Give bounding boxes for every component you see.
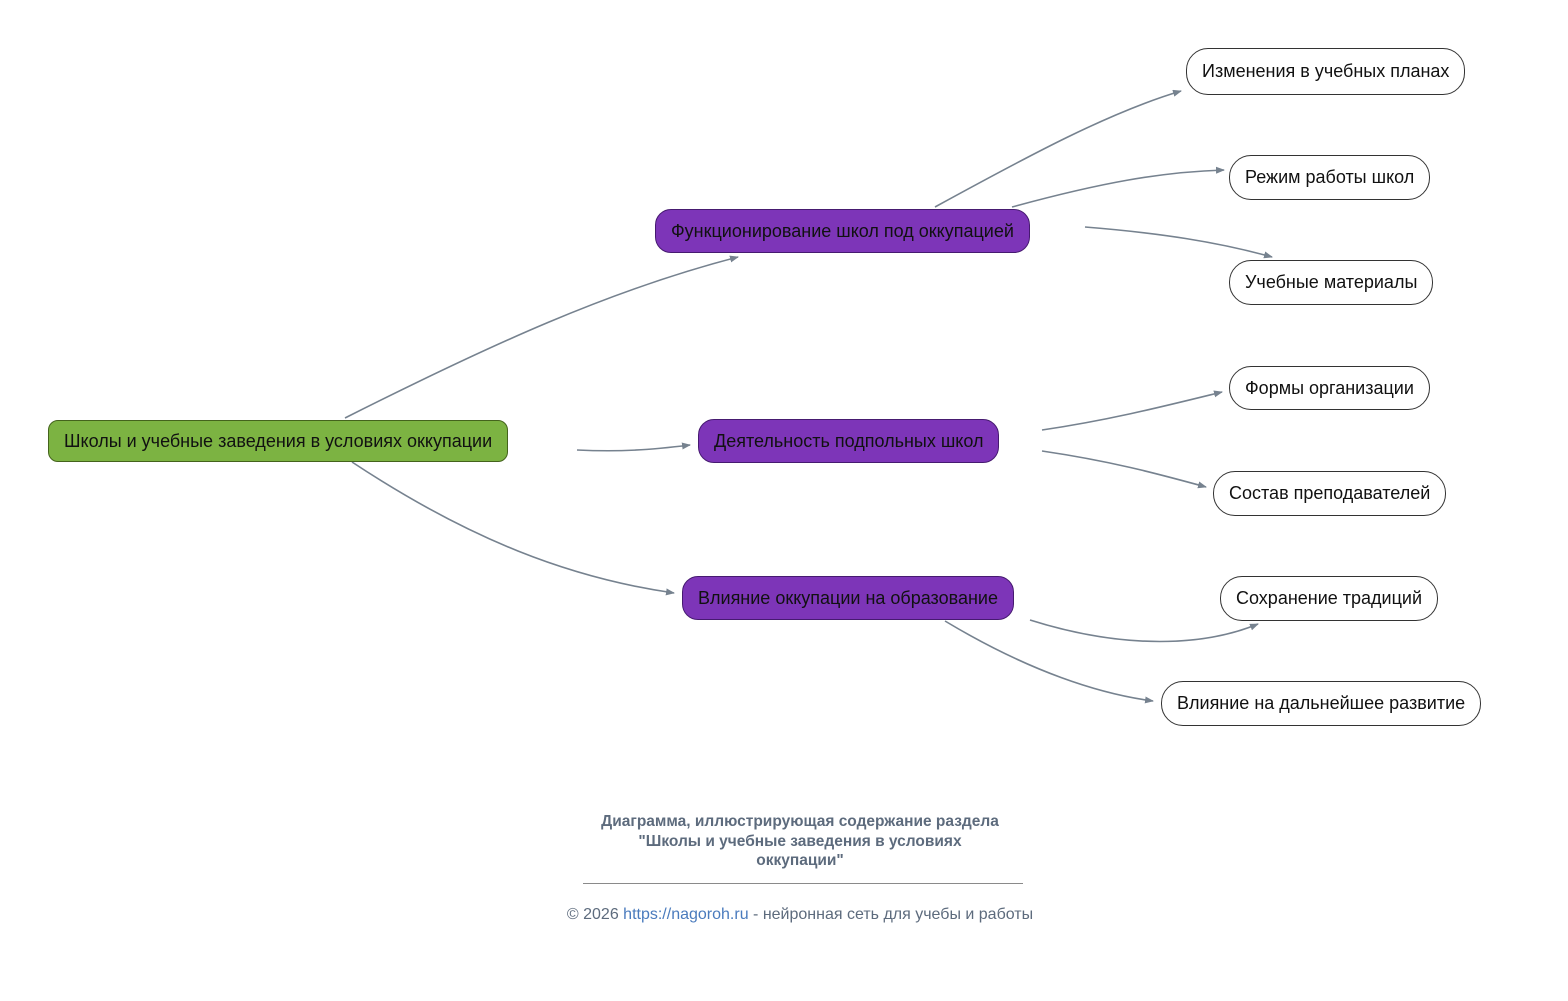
leaf-node-2-2-label: Состав преподавателей (1229, 483, 1431, 503)
edge-root-branch-1 (344, 255, 739, 419)
root-node-label: Школы и учебные заведения в условиях окк… (64, 430, 493, 451)
site-link[interactable]: https://nagoroh.ru (623, 906, 749, 923)
branch-node-3: Влияние оккупации на образование (682, 576, 1014, 620)
copyright-footer: © 2026 https://nagoroh.ru - нейронная се… (400, 906, 1200, 924)
leaf-node-3-1: Сохранение традиций (1220, 576, 1439, 621)
caption-line-1: Диаграмма, иллюстрирующая содержание раз… (601, 813, 999, 830)
leaf-node-3-2: Влияние на дальнейшее развитие (1161, 681, 1482, 726)
branch-node-2: Деятельность подпольных школ (698, 419, 1000, 463)
leaf-node-2-1: Формы организации (1229, 366, 1430, 410)
edge-branch3-leaf2 (944, 620, 1154, 704)
caption-line-2: "Школы и учебные заведения в условиях (638, 832, 962, 850)
edge-branch1-leaf1 (934, 89, 1182, 208)
root-node: Школы и учебные заведения в условиях окк… (48, 420, 509, 462)
diagram-caption: Диаграмма, иллюстрирующая содержание раз… (400, 812, 1200, 871)
edge-branch1-leaf3 (1084, 226, 1273, 259)
leaf-node-2-1-label: Формы организации (1245, 377, 1414, 398)
edge-branch3-leaf1 (1029, 619, 1259, 643)
leaf-node-1-1: Изменения в учебных планах (1186, 48, 1466, 95)
edge-branch1-leaf2 (1011, 166, 1225, 208)
footer-divider (583, 883, 1023, 884)
edge-branch2-leaf1 (1041, 390, 1223, 431)
leaf-node-3-2-label: Влияние на дальнейшее развитие (1177, 693, 1466, 713)
leaf-node-2-2: Состав преподавателей (1213, 471, 1447, 516)
branch-node-2-label: Деятельность подпольных школ (714, 430, 984, 451)
leaf-node-3-1-label: Сохранение традиций (1236, 588, 1423, 608)
leaf-node-1-2: Режим работы школ (1229, 155, 1431, 200)
caption-line-3: оккупации" (756, 852, 844, 869)
leaf-node-1-2-label: Режим работы школ (1245, 167, 1415, 187)
leaf-node-1-1-label: Изменения в учебных планах (1202, 61, 1450, 81)
leaf-node-1-3: Учебные материалы (1229, 260, 1434, 305)
edge-root-branch-3 (351, 461, 675, 596)
branch-node-1: Функционирование школ под оккупацией (655, 209, 1030, 253)
branch-node-3-label: Влияние оккупации на образование (698, 587, 998, 608)
leaf-node-1-3-label: Учебные материалы (1245, 272, 1418, 292)
branch-node-1-label: Функционирование школ под оккупацией (671, 220, 1014, 241)
edge-root-branch-2 (576, 442, 691, 452)
footer-tagline: - нейронная сеть для учебы и работы (748, 906, 1034, 923)
copyright-text: © 2026 (566, 906, 624, 923)
edge-branch2-leaf2 (1041, 450, 1207, 489)
